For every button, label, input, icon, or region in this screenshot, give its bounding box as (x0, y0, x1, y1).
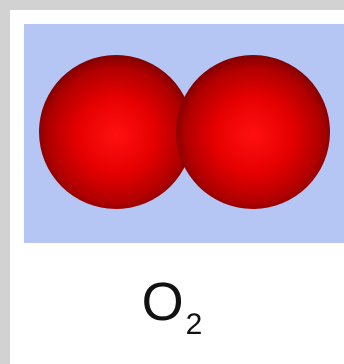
molecule-panel (24, 24, 344, 243)
oxygen-atom-right-icon (176, 55, 330, 209)
formula-subscript: 2 (185, 308, 203, 341)
molecule-model (24, 24, 344, 243)
molecule-formula: O2 (0, 262, 344, 342)
formula-symbol: O (141, 272, 184, 332)
oxygen-atom-left-icon (39, 55, 193, 209)
